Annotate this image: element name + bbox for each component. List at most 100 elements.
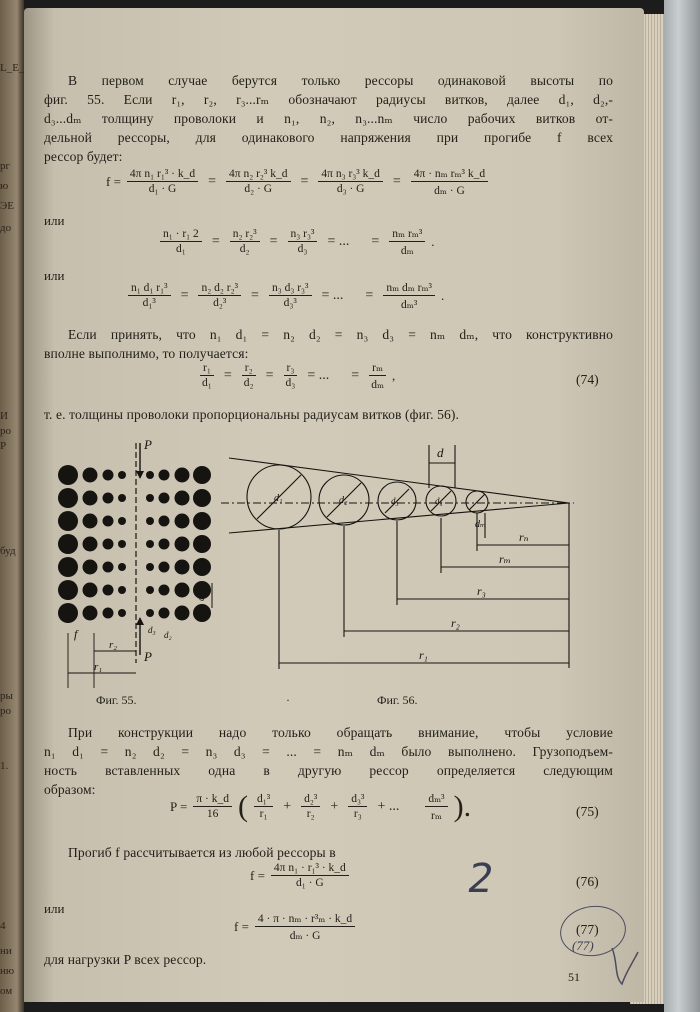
left-fragment: И bbox=[0, 410, 8, 422]
paragraph-line: В первом случае берутся только рессоры о… bbox=[68, 73, 613, 88]
diameter-line bbox=[468, 493, 486, 511]
word-ili: или bbox=[44, 901, 65, 916]
left-fragment: 4 bbox=[0, 920, 6, 932]
operator: = ... bbox=[307, 367, 330, 383]
paren-open: ( bbox=[237, 789, 248, 823]
operator: = ... bbox=[321, 287, 344, 303]
handwritten-two: 2 bbox=[463, 856, 498, 902]
operator: + bbox=[283, 798, 292, 814]
label-rn: rₙ bbox=[519, 530, 529, 544]
figure-56-wire-diagram: d d₁ d₂ d₃ d₄ dₘ rₙ rₘ r₃ r₂ r₁ bbox=[221, 445, 574, 669]
operator: = bbox=[392, 173, 401, 189]
wire-circle-4 bbox=[425, 485, 457, 517]
left-fragment: ню bbox=[0, 965, 15, 977]
wire-circle-3 bbox=[377, 481, 417, 521]
word-ili: или bbox=[44, 213, 65, 228]
equation-number: (74) bbox=[576, 372, 599, 387]
left-fragment: ро bbox=[0, 425, 11, 437]
paragraph-line: ность вставленных одна в другую рессор о… bbox=[44, 763, 613, 778]
book-cover-edge bbox=[664, 0, 700, 1012]
operator: = bbox=[251, 287, 259, 303]
operator: = bbox=[180, 287, 189, 303]
operator: = bbox=[351, 367, 360, 383]
operator: = bbox=[365, 287, 374, 303]
paragraph-line: фиг. 55. Если r₁, r₂, r₃...rₘ обозначают… bbox=[44, 92, 613, 107]
label-f: f bbox=[74, 627, 79, 641]
operator: = bbox=[211, 233, 220, 249]
operator: = bbox=[300, 173, 309, 189]
operator: + bbox=[330, 798, 339, 814]
label-r3: r₃ bbox=[477, 584, 486, 598]
label-d2: d₂ bbox=[339, 495, 348, 506]
label-dm: dₘ bbox=[475, 519, 486, 530]
label-r2: r₂ bbox=[451, 616, 460, 630]
label-rm: rₘ bbox=[499, 552, 511, 566]
equation-number: (76) bbox=[576, 874, 599, 889]
left-fragment: ры bbox=[0, 690, 13, 702]
spring-wire-rows bbox=[58, 465, 211, 623]
operator: = bbox=[265, 367, 274, 383]
left-fragment: до bbox=[0, 222, 12, 234]
label-d3: d₃ bbox=[391, 496, 399, 506]
operator: = bbox=[269, 233, 278, 249]
paragraph-line: n₁ d₁ = n₂ d₂ = n₃ d₃ = ... = nₘ dₘ было… bbox=[44, 744, 613, 759]
paragraph-line: дельной рессоры, для одинакового напряже… bbox=[44, 130, 613, 145]
left-fragment: ни bbox=[0, 945, 12, 957]
paren-close: ). bbox=[453, 789, 472, 823]
paragraph-line: т. е. толщины проволоки пропорциональны … bbox=[44, 407, 460, 422]
left-fragment: буд bbox=[0, 545, 16, 557]
left-fragment: ю bbox=[0, 180, 9, 192]
book-page: В первом случае берутся только рессоры о… bbox=[24, 8, 644, 1002]
diameter-line bbox=[256, 474, 302, 520]
handwritten-77: (77) bbox=[572, 938, 594, 953]
operator: = bbox=[208, 173, 217, 189]
paragraph-line: При конструкции надо только обращать вни… bbox=[68, 725, 613, 740]
operator: = ... bbox=[327, 233, 350, 249]
paragraph-line: рессор будет: bbox=[44, 149, 123, 164]
label-d3: d₃ bbox=[148, 625, 156, 635]
left-fragment: ЭЕ bbox=[0, 200, 14, 212]
figure-55-spring-section: P P d₁ d₃ d₂ r₂ r₁ f bbox=[58, 437, 213, 688]
paragraph-line: образом: bbox=[44, 782, 96, 797]
label-d2: d₂ bbox=[164, 630, 172, 640]
figure-56-caption: Фиг. 56. bbox=[377, 693, 418, 707]
arrowhead bbox=[136, 471, 144, 479]
separator-dot: · bbox=[286, 693, 290, 707]
page-number: 51 bbox=[568, 970, 580, 984]
label-d1: d₁ bbox=[196, 593, 207, 601]
left-fragment: Р bbox=[0, 440, 7, 452]
pencil-squiggle bbox=[611, 947, 639, 986]
word-ili: или bbox=[44, 268, 65, 283]
wire-circle-2 bbox=[318, 474, 370, 526]
left-fragment: 1. bbox=[0, 760, 9, 772]
label-p-top: P bbox=[143, 437, 152, 452]
label-p-bottom: P bbox=[143, 649, 152, 664]
operator: + ... bbox=[377, 798, 400, 814]
operator: = bbox=[223, 367, 232, 383]
